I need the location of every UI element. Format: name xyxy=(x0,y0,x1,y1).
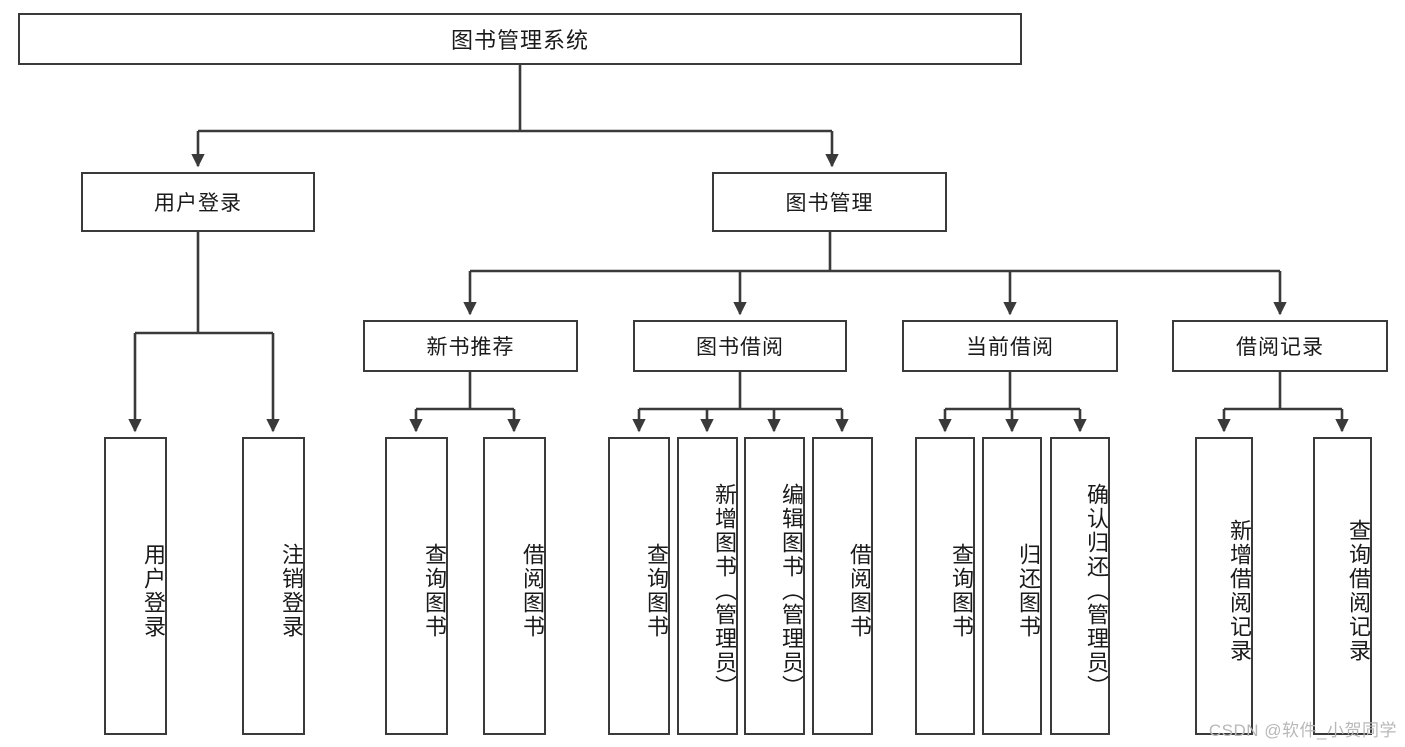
node-leaf-return-books[interactable]: 归还图书 xyxy=(982,437,1042,735)
node-level3-book-borrow[interactable]: 图书借阅 xyxy=(633,320,847,372)
node-leaf-borrow-books-new[interactable]: 借阅图书 xyxy=(483,437,546,735)
node-level3-borrow-records[interactable]: 借阅记录 xyxy=(1172,320,1388,372)
node-leaf-borrow-books[interactable]: 借阅图书 xyxy=(812,437,873,735)
node-level2-book-management[interactable]: 图书管理 xyxy=(712,172,947,232)
node-leaf-query-books-new[interactable]: 查询图书 xyxy=(385,437,448,735)
node-leaf-confirm-return-admin[interactable]: 确认归还（管理员） xyxy=(1050,437,1110,735)
node-level2-user-login[interactable]: 用户登录 xyxy=(81,172,315,232)
node-level3-current-borrow[interactable]: 当前借阅 xyxy=(902,320,1118,372)
node-leaf-edit-book-admin[interactable]: 编辑图书（管理员） xyxy=(744,437,805,735)
node-leaf-query-books-borrow[interactable]: 查询图书 xyxy=(608,437,670,735)
node-level3-new-book-recommend[interactable]: 新书推荐 xyxy=(363,320,578,372)
node-leaf-add-borrow-record[interactable]: 新增借阅记录 xyxy=(1195,437,1253,735)
node-leaf-add-book-admin[interactable]: 新增图书（管理员） xyxy=(677,437,738,735)
node-leaf-user-logout[interactable]: 注销登录 xyxy=(242,437,305,735)
node-leaf-query-books-current[interactable]: 查询图书 xyxy=(915,437,975,735)
node-leaf-query-borrow-record[interactable]: 查询借阅记录 xyxy=(1313,437,1372,735)
node-root[interactable]: 图书管理系统 xyxy=(18,13,1022,65)
csdn-watermark: CSDN @软件_小贺同学 xyxy=(1208,721,1397,740)
node-leaf-user-login[interactable]: 用户登录 xyxy=(104,437,167,735)
